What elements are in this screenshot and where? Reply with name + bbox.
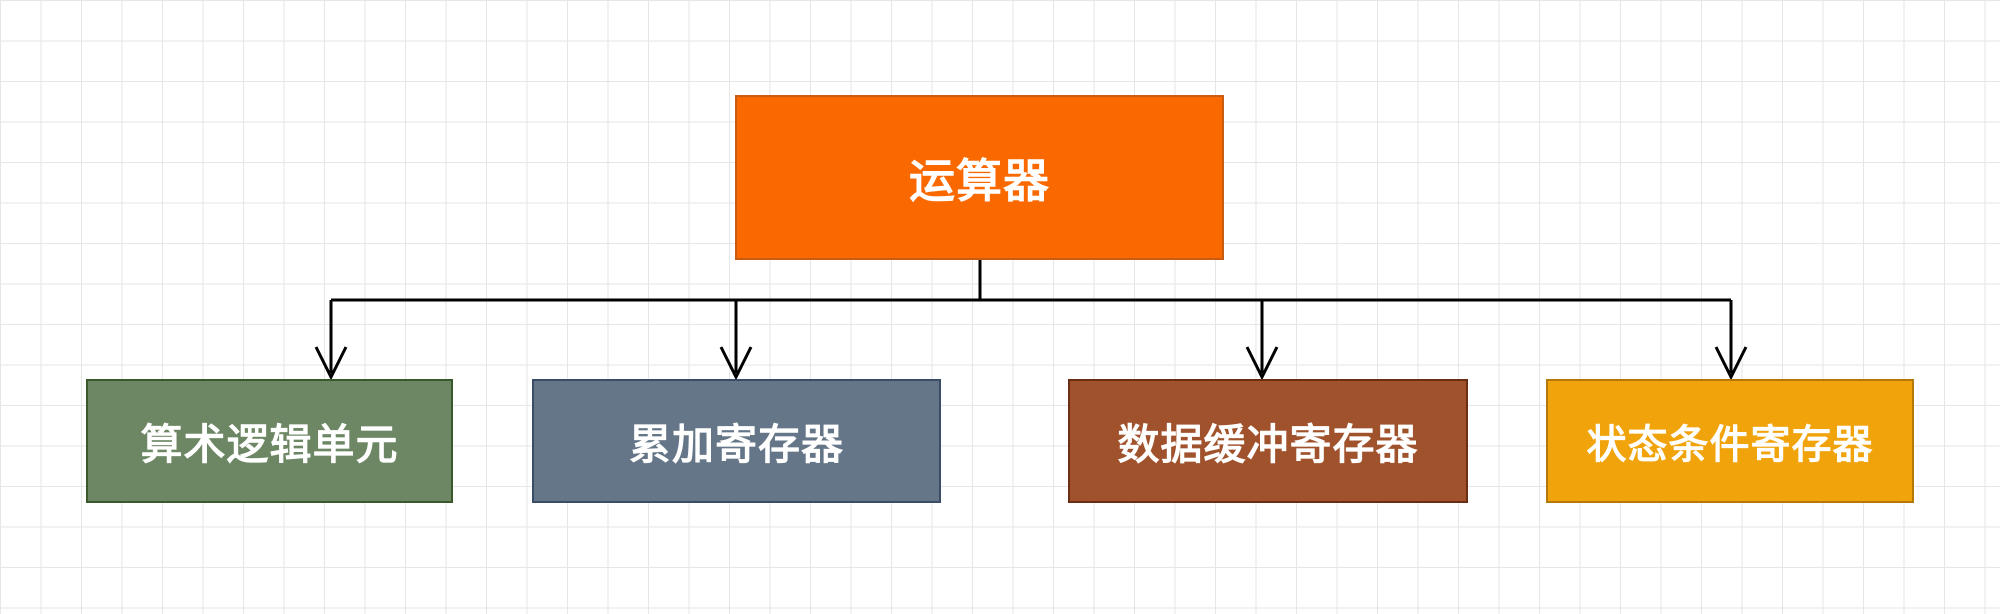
branch-arrow-3 bbox=[1714, 300, 1748, 381]
arrowhead-icon bbox=[1245, 346, 1279, 381]
child-node-data-buffer-register[interactable]: 数据缓冲寄存器 bbox=[1068, 379, 1468, 503]
child-node-label: 算术逻辑单元 bbox=[140, 419, 399, 469]
branch-arrow-0 bbox=[314, 300, 348, 381]
root-node-label: 运算器 bbox=[909, 153, 1050, 208]
arrowhead-icon bbox=[314, 346, 348, 381]
branch-arrow-1 bbox=[719, 300, 753, 381]
child-node-label: 数据缓冲寄存器 bbox=[1117, 419, 1419, 469]
arrowhead-icon bbox=[719, 346, 753, 381]
branch-arrow-2 bbox=[1245, 300, 1279, 381]
child-node-label: 累加寄存器 bbox=[628, 419, 844, 469]
child-node-label: 状态条件寄存器 bbox=[1586, 422, 1874, 468]
child-node-alu[interactable]: 算术逻辑单元 bbox=[86, 379, 453, 503]
root-node-arithmetic-unit[interactable]: 运算器 bbox=[735, 95, 1224, 260]
arrowhead-icon bbox=[1714, 346, 1748, 381]
child-node-status-register[interactable]: 状态条件寄存器 bbox=[1546, 379, 1914, 503]
child-node-accumulator[interactable]: 累加寄存器 bbox=[532, 379, 941, 503]
